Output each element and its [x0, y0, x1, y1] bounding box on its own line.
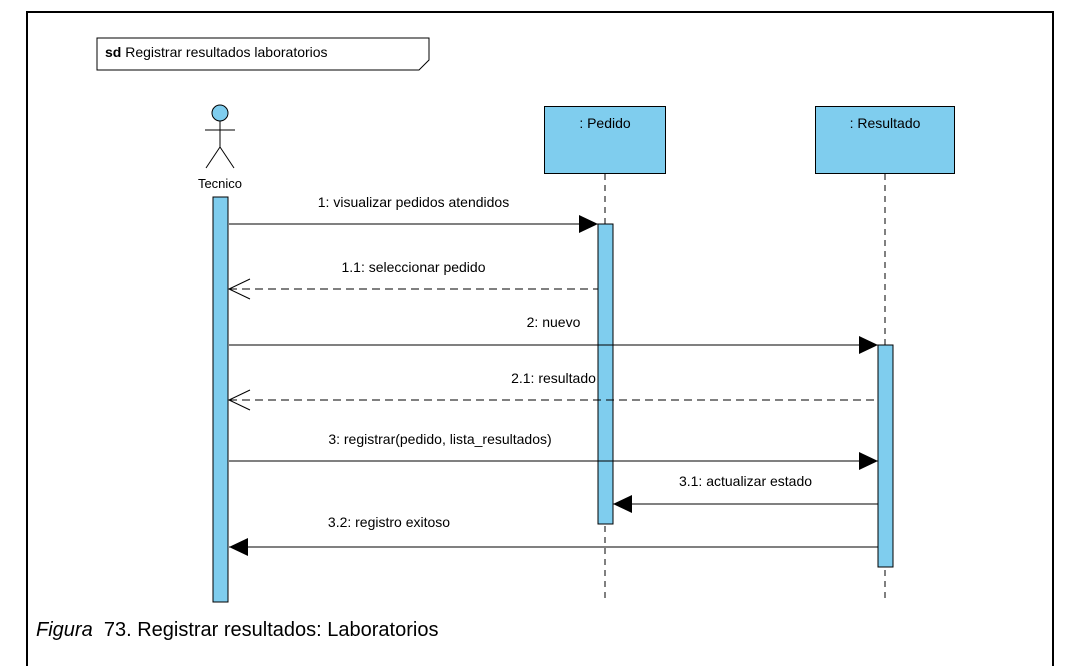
actor-name: Tecnico — [197, 176, 243, 191]
message-1-arrow — [229, 215, 598, 233]
lifeline-pedido-label: : Pedido — [579, 115, 631, 131]
message-3-2-label: 3.2: registro exitoso — [327, 514, 451, 530]
message-2-1-label: 2.1: resultado — [511, 370, 596, 386]
actor-icon — [205, 104, 235, 169]
activation-tecnico — [212, 196, 229, 603]
diagram-frame — [26, 11, 1054, 666]
caption-text: 73. Registrar resultados: Laboratorios — [103, 619, 439, 641]
lifeline-resultado-label: : Resultado — [849, 115, 921, 131]
message-3-label: 3: registrar(pedido, lista_resultados) — [328, 431, 552, 447]
activation-resultado — [877, 344, 894, 568]
message-3-arrow — [229, 452, 878, 470]
sd-frame-title: sd Registrar resultados laboratorios — [105, 44, 328, 60]
message-3-1-label: 3.1: actualizar estado — [678, 473, 813, 489]
sd-keyword: sd — [105, 44, 122, 60]
activation-pedido — [597, 223, 614, 525]
message-3-1-arrow — [613, 495, 878, 513]
figure-caption: Figura 73. Registrar resultados: Laborat… — [36, 619, 438, 642]
lifeline-pedido-box: : Pedido — [544, 106, 666, 174]
message-2-arrow — [229, 336, 878, 354]
message-1-1-label: 1.1: seleccionar pedido — [341, 259, 486, 275]
sd-name: Registrar resultados laboratorios — [125, 44, 328, 60]
message-1-1-arrow — [227, 278, 598, 300]
lifeline-resultado-box: : Resultado — [815, 106, 955, 174]
message-2-1-arrow — [227, 389, 878, 411]
message-1-label: 1: visualizar pedidos atendidos — [317, 194, 510, 210]
message-2-label: 2: nuevo — [526, 314, 581, 330]
caption-prefix: Figura — [36, 619, 93, 641]
message-3-2-arrow — [229, 538, 878, 556]
